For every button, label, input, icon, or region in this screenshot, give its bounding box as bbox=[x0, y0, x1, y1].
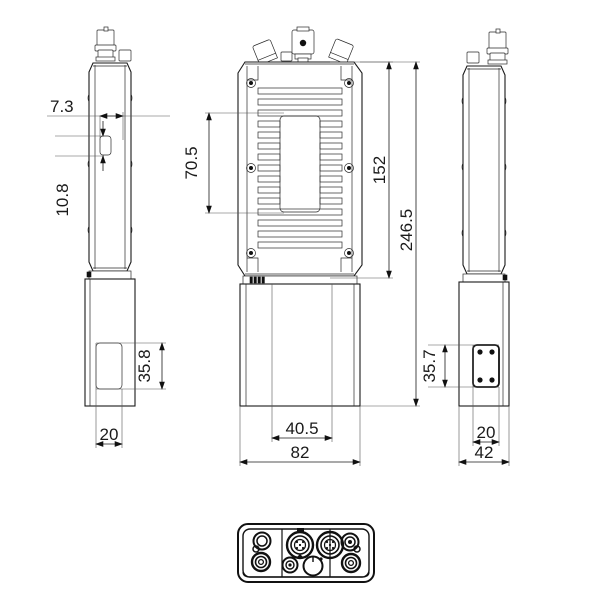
dim-82: 82 bbox=[239, 406, 361, 466]
dim-label-7-3: 7.3 bbox=[50, 97, 74, 116]
connector bbox=[252, 531, 272, 553]
dim-35-7: 35.7 bbox=[420, 344, 499, 388]
left-view-base bbox=[84, 278, 136, 407]
front-view-heat-fins bbox=[257, 87, 343, 249]
screw bbox=[246, 78, 256, 88]
dim-35-8: 35.8 bbox=[96, 342, 166, 390]
dim-label-70-5: 70.5 bbox=[182, 146, 201, 179]
dim-label-20-right: 20 bbox=[477, 423, 496, 442]
right-side-view: 35.7 20 42 bbox=[420, 28, 510, 466]
dim-label-42: 42 bbox=[475, 443, 494, 462]
right-view-top-connectors bbox=[466, 28, 509, 65]
dim-label-40-5: 40.5 bbox=[285, 419, 318, 438]
dim-label-152: 152 bbox=[370, 156, 389, 184]
dim-42: 42 bbox=[458, 406, 510, 466]
vent-slots bbox=[249, 276, 265, 284]
left-view-neck bbox=[86, 270, 132, 280]
front-view-top-connectors bbox=[252, 26, 354, 66]
dim-label-35-8: 35.8 bbox=[135, 349, 154, 382]
screw bbox=[246, 248, 256, 258]
dim-label-82: 82 bbox=[291, 443, 310, 462]
dim-10-8: 10.8 bbox=[53, 121, 106, 217]
dim-label-20-left: 20 bbox=[100, 425, 119, 444]
connector-multipin bbox=[315, 530, 345, 560]
front-view: 70.5 152 246.5 40.5 bbox=[182, 26, 420, 466]
right-view-body bbox=[461, 65, 507, 275]
connector-port bbox=[302, 555, 324, 577]
dim-20-right: 20 bbox=[472, 345, 500, 446]
dim-246-5: 246.5 bbox=[360, 61, 420, 407]
dim-40-5: 40.5 bbox=[271, 284, 333, 442]
dim-label-246-5: 246.5 bbox=[397, 209, 416, 252]
front-view-base bbox=[239, 283, 361, 407]
dim-70-5: 70.5 bbox=[182, 112, 284, 214]
connector bbox=[250, 551, 272, 573]
dim-7-3: 7.3 bbox=[47, 97, 170, 140]
front-view-corner-screws bbox=[246, 78, 354, 258]
dim-20-left: 20 bbox=[95, 343, 123, 448]
left-side-view: 7.3 10.8 35.8 20 bbox=[47, 26, 170, 448]
dim-label-35-7: 35.7 bbox=[420, 349, 439, 382]
connector bbox=[340, 532, 361, 553]
right-view-neck bbox=[462, 273, 508, 283]
dim-152: 152 bbox=[330, 61, 393, 279]
screw bbox=[344, 163, 354, 173]
screw bbox=[344, 248, 354, 258]
screw bbox=[246, 163, 256, 173]
left-view-body bbox=[87, 62, 133, 272]
bottom-connector-view bbox=[237, 523, 375, 583]
connector bbox=[281, 556, 299, 574]
connector bbox=[340, 552, 362, 574]
screw bbox=[344, 78, 354, 88]
dim-label-10-8: 10.8 bbox=[53, 183, 72, 216]
front-view-neck bbox=[242, 275, 358, 285]
left-view-top-connectors bbox=[94, 26, 132, 62]
right-view-base bbox=[458, 281, 510, 407]
